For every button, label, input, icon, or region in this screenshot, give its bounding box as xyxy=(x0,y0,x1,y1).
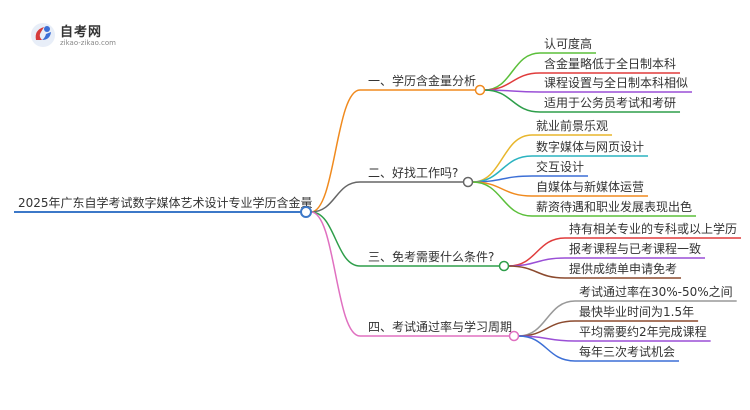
logo-mark-icon xyxy=(31,23,55,47)
branch-label: 四、考试通过率与学习周期 xyxy=(368,319,512,334)
leaf-connector xyxy=(518,335,576,362)
brand-logo[interactable] xyxy=(28,16,138,54)
leaf-connector xyxy=(518,320,576,337)
leaf-label: 课程设置与全日制本科相似 xyxy=(544,75,688,90)
leaf-label: 提供成绩单申请免考 xyxy=(569,261,677,276)
leaf-label: 交互设计 xyxy=(536,159,584,174)
branch-connector xyxy=(310,89,361,213)
leaf-connector xyxy=(472,175,533,183)
leaf-label: 认可度高 xyxy=(544,36,592,51)
leaf-connector xyxy=(472,181,533,197)
leaf-connector xyxy=(508,265,566,279)
branch-connector xyxy=(310,181,361,213)
leaf-connector xyxy=(484,52,541,91)
leaf-connector xyxy=(518,300,576,337)
leaf-label: 平均需要约2年完成课程 xyxy=(579,324,707,339)
leaf-label: 报考课程与已考课程一致 xyxy=(569,241,701,256)
leaf-connector xyxy=(484,72,541,91)
root-topic: 2025年广东自学考试数字媒体艺术设计专业学历含金量 xyxy=(18,195,313,210)
root-node[interactable] xyxy=(300,206,312,218)
branch-node[interactable] xyxy=(462,176,474,188)
leaf-label: 适用于公务员考试和考研 xyxy=(544,95,676,110)
leaf-label: 薪资待遇和职业发展表现出色 xyxy=(536,199,692,214)
branch-connector xyxy=(310,211,361,267)
leaf-label: 自媒体与新媒体运营 xyxy=(536,179,644,194)
leaf-label: 持有相关专业的专科或以上学历 xyxy=(569,221,737,236)
branch-connector xyxy=(310,211,361,337)
leaf-label: 每年三次考试机会 xyxy=(579,344,675,359)
leaf-connector xyxy=(484,89,541,113)
leaf-label: 含金量略低于全日制本科 xyxy=(544,56,676,71)
leaf-label: 就业前景乐观 xyxy=(536,118,608,133)
branch-node[interactable] xyxy=(508,330,520,342)
brand-name: 自考网 xyxy=(60,25,103,40)
branch-node[interactable] xyxy=(498,260,510,272)
branch-label: 一、学历含金量分析 xyxy=(368,73,476,88)
branch-label: 二、好找工作吗? xyxy=(368,166,458,180)
leaf-connector xyxy=(472,155,533,183)
leaf-label: 数字媒体与网页设计 xyxy=(536,139,644,154)
branch-label: 三、免考需要什么条件? xyxy=(368,249,494,264)
branch-node[interactable] xyxy=(474,84,486,96)
leaf-label: 最快毕业时间为1.5年 xyxy=(579,305,694,319)
leaf-connector xyxy=(472,181,533,217)
leaf-label: 考试通过率在30%-50%之间 xyxy=(579,284,733,299)
brand-url: zikao-zikao.com xyxy=(60,39,116,47)
leaf-connector xyxy=(472,134,533,183)
